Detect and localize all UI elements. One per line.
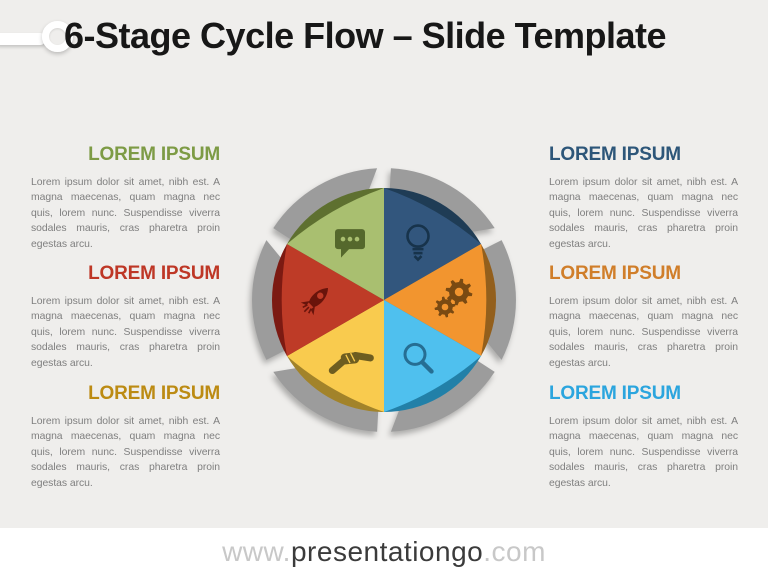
text-block-left-middle: LOREM IPSUM Lorem ipsum dolor sit amet, … (31, 263, 220, 371)
block-body: Lorem ipsum dolor sit amet, nibh est. A … (31, 416, 220, 489)
ring-decoration (0, 0, 80, 60)
block-heading: LOREM IPSUM (88, 263, 220, 284)
text-block-left-bottom: LOREM IPSUM Lorem ipsum dolor sit amet, … (31, 383, 220, 491)
block-body: Lorem ipsum dolor sit amet, nibh est. A … (31, 177, 220, 250)
block-body: Lorem ipsum dolor sit amet, nibh est. A … (549, 177, 738, 250)
lightbulb-icon (406, 224, 430, 262)
block-heading: LOREM IPSUM (549, 144, 681, 165)
block-heading: LOREM IPSUM (88, 383, 220, 404)
text-block-right-middle: LOREM IPSUM Lorem ipsum dolor sit amet, … (549, 263, 738, 371)
rocket-icon (300, 287, 329, 316)
block-heading: LOREM IPSUM (88, 144, 220, 165)
text-block-right-top: LOREM IPSUM Lorem ipsum dolor sit amet, … (549, 144, 738, 252)
footer-www: www. (222, 536, 291, 567)
segment-idea (384, 188, 481, 300)
ring-stub (0, 33, 46, 45)
speech-bubble-icon (335, 229, 365, 258)
cycle-arrow (273, 366, 379, 432)
magnifier-icon (403, 342, 434, 374)
cycle-arrow (389, 168, 495, 234)
text-block-left-top: LOREM IPSUM Lorem ipsum dolor sit amet, … (31, 144, 220, 252)
segment-settings (384, 244, 497, 356)
footer-com: .com (483, 536, 546, 567)
footer: www.presentationgo.com (0, 528, 768, 576)
handshake-icon (328, 352, 374, 375)
block-heading: LOREM IPSUM (549, 383, 681, 404)
segment-launch (271, 244, 384, 356)
segment-search (384, 300, 481, 412)
footer-brand: presentationgo (290, 536, 484, 567)
cycle-diagram (244, 160, 524, 440)
block-heading: LOREM IPSUM (549, 263, 681, 284)
ring-icon (42, 21, 73, 52)
segment-agreement (287, 300, 384, 412)
gears-icon (434, 278, 473, 318)
block-body: Lorem ipsum dolor sit amet, nibh est. A … (31, 296, 220, 369)
block-body: Lorem ipsum dolor sit amet, nibh est. A … (549, 416, 738, 489)
text-block-right-bottom: LOREM IPSUM Lorem ipsum dolor sit amet, … (549, 383, 738, 491)
block-body: Lorem ipsum dolor sit amet, nibh est. A … (549, 296, 738, 369)
cycle-diagram-svg (252, 168, 516, 432)
slide-title: 6-Stage Cycle Flow – Slide Template (64, 15, 667, 56)
